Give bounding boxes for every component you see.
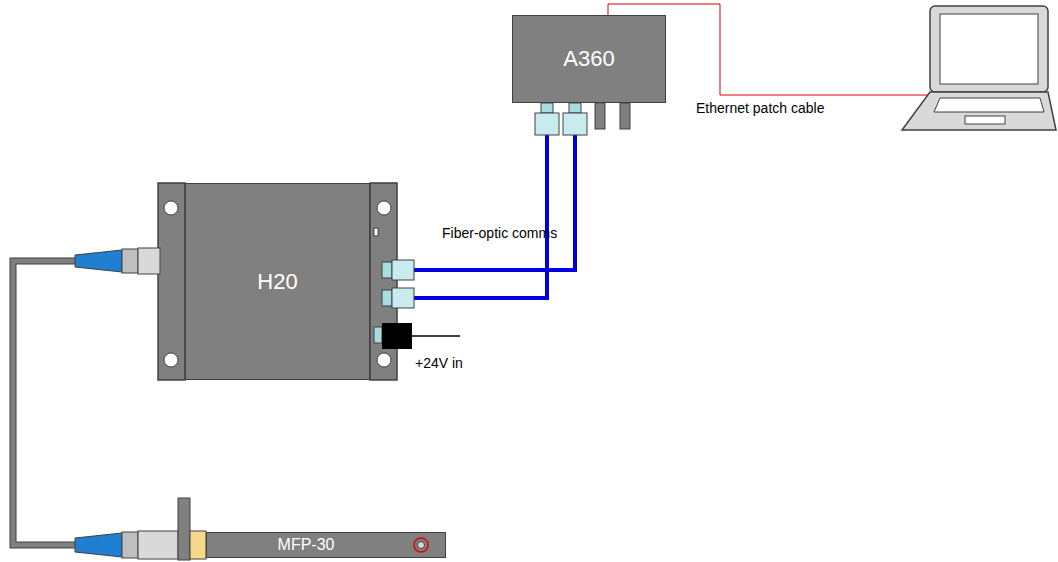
node-title: MFP-30 [278, 536, 335, 554]
node-title: H20 [257, 269, 297, 295]
controller-box: A360 [512, 15, 666, 103]
device-box: H20 [185, 183, 370, 380]
probe-connector [75, 248, 160, 274]
cable [370, 103, 575, 270]
cable-label: Fiber-optic comms [442, 225, 557, 241]
h20-flanges [158, 183, 397, 380]
probe-bar: MFP-30 [206, 532, 446, 558]
node-title: A360 [563, 46, 614, 72]
power-connector [374, 323, 460, 349]
power-label: +24V in [415, 355, 463, 371]
a360-ports [535, 103, 630, 135]
cable-label: Ethernet patch cable [696, 100, 824, 116]
probe-body [75, 498, 206, 560]
laptop [902, 6, 1056, 130]
fiber-connectors [382, 260, 414, 308]
